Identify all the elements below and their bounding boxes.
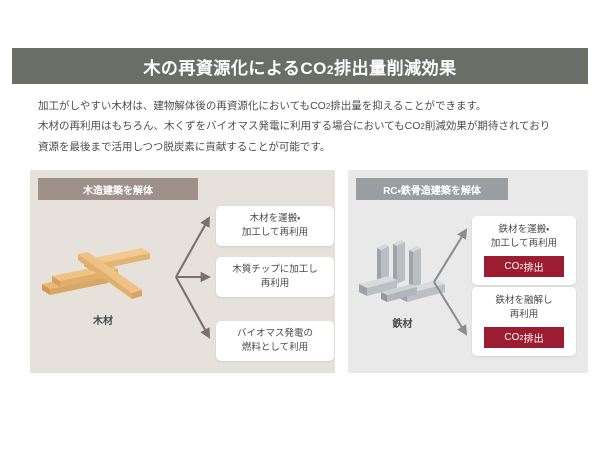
- outcome-card-wood-2-text: 木質チップに加工し 再利用: [232, 264, 318, 289]
- co2-badge-2-co2: CO: [504, 331, 520, 343]
- outcome-card-wood-3-text: バイオマス発電の 燃料として利用: [236, 328, 313, 353]
- page-title: 木の再資源化によるCO2排出量削減効果: [143, 54, 456, 79]
- co2-badge-1-subscript: 2: [519, 261, 524, 271]
- outcome-card-wood-1: 木材を運搬・ 加工して再利用: [216, 206, 334, 246]
- panel-steel-header: RC・鉄骨造建築を解体: [356, 178, 508, 200]
- panel-wood-header-label: 木造建築を解体: [83, 185, 153, 197]
- wood-source-label: 木材: [93, 316, 113, 327]
- outcome-card-wood-1-text: 木材を運搬・ 加工して再利用: [241, 213, 309, 238]
- lead-line-2: 木材の再利用はもちろん、木くずをバイオマス発電に利用する場合においてもCO2削減…: [38, 120, 551, 133]
- panel-steel-header-label: RC・鉄骨造建築を解体: [383, 185, 481, 197]
- panel-wood-header: 木造建築を解体: [38, 178, 198, 200]
- outcome-card-steel-2-text: 鉄材を融解し 再利用: [495, 295, 553, 320]
- page-title-co2: CO: [300, 58, 327, 78]
- co2-badge-2-suffix: 排出: [523, 333, 544, 345]
- lead-line-3: 資源を最後まで活用しつつ脱炭素に貢献することが可能です。: [38, 140, 331, 153]
- page-title-pre: 木の再資源化による: [143, 58, 301, 78]
- steel-source-label: 鉄材: [392, 319, 413, 330]
- page-title-post: 排出量削減効果: [334, 58, 457, 78]
- outcome-card-wood-2: 木質チップに加工し 再利用: [216, 257, 334, 297]
- lead-paragraph: 加工がしやすい木材は、建物解体後の再資源化においてもCO2排出量を抑えることがで…: [38, 98, 568, 159]
- outcome-card-steel-1-text: 鉄材を運搬・ 加工して再利用: [490, 224, 558, 249]
- co2-badge-1-co2: CO: [504, 260, 520, 272]
- co2-badge-1-suffix: 排出: [523, 262, 544, 274]
- co2-badge-2-subscript: 2: [519, 332, 524, 342]
- wood-planks-icon: [42, 248, 150, 299]
- lead-line-1: 加工がしやすい木材は、建物解体後の再資源化においてもCO2排出量を抑えることがで…: [38, 100, 487, 112]
- outcome-card-wood-3: バイオマス発電の 燃料として利用: [216, 321, 334, 361]
- page-title-bar: 木の再資源化によるCO2排出量削減効果: [12, 48, 588, 84]
- page-title-co2-subscript: 2: [326, 62, 335, 77]
- steel-beams-icon: [359, 240, 445, 302]
